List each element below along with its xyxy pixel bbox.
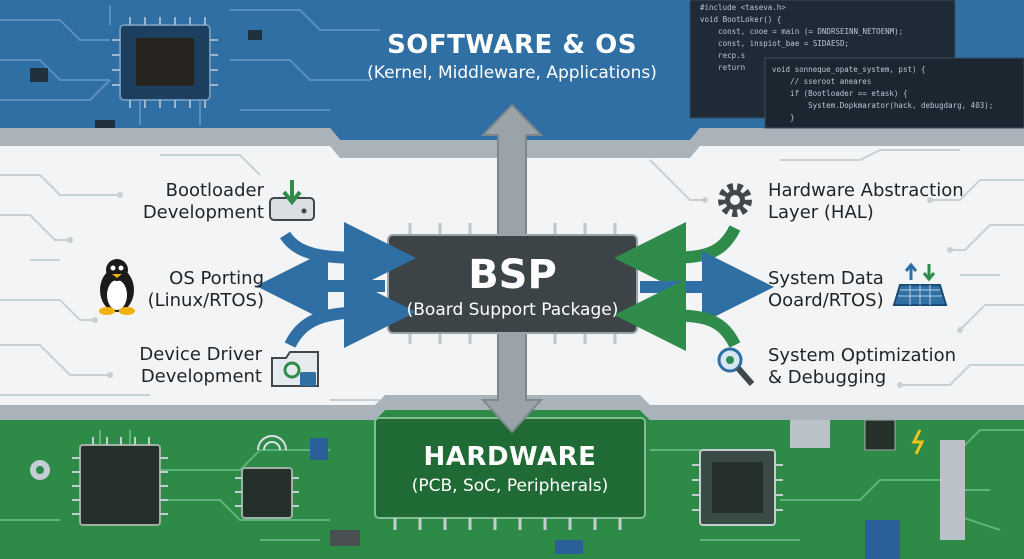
hardware-chip-left xyxy=(72,437,168,526)
label-line: Development xyxy=(142,202,264,223)
bsp-title: BSP xyxy=(468,252,557,298)
hal-label: Hardware Abstraction Layer (HAL) xyxy=(768,180,964,224)
code-text-1: #include <taseva.h> void BootLoker() { c… xyxy=(700,2,903,74)
hardware-switch xyxy=(555,540,583,554)
code-line: } xyxy=(772,113,795,122)
software-component xyxy=(248,30,262,40)
label-line: System Data xyxy=(768,268,884,289)
code-line: return xyxy=(700,63,746,72)
arrow-device-driver xyxy=(284,276,416,349)
code-line: void sonneque_opate_system, pst) { xyxy=(772,65,926,74)
hardware-header xyxy=(940,440,965,540)
code-line: if (Bootloader == etask) { xyxy=(772,89,908,98)
software-component xyxy=(95,120,115,128)
label-line: OS Porting xyxy=(169,268,264,289)
code-line: System.Dopkmarator(hack, debugdarg, 403)… xyxy=(772,101,994,110)
data-tray-icon xyxy=(892,262,948,306)
software-traces xyxy=(0,5,380,125)
code-line: const, cooe = main (= DNDRSEINN_NETOENM)… xyxy=(700,27,904,36)
hardware-resistor xyxy=(330,530,360,546)
label-line: Ooard/RTOS) xyxy=(768,290,884,311)
code-panel-2 xyxy=(764,57,1024,129)
trace-dots xyxy=(67,192,963,388)
hardware-title: HARDWARE xyxy=(423,442,597,472)
label-line: System Optimization xyxy=(768,345,956,366)
software-title: SOFTWARE & OS xyxy=(387,30,637,60)
lightning-icon xyxy=(911,429,925,455)
code-line: const, inspiot_bae = SIDAESD; xyxy=(700,39,850,48)
magnifier-debug-icon xyxy=(717,347,755,386)
arrow-optimization xyxy=(614,279,741,352)
hardware-ic xyxy=(864,419,896,451)
middle-traces xyxy=(0,149,1024,401)
system-data-label: System Data Ooard/RTOS) xyxy=(768,268,884,312)
code-line: recp.s xyxy=(700,51,746,60)
hardware-led xyxy=(310,438,328,460)
label-line: Development xyxy=(140,366,262,387)
software-chip xyxy=(112,17,218,108)
label-line: Bootloader xyxy=(165,180,264,201)
hardware-chip-right xyxy=(692,449,783,526)
label-line: Hardware Abstraction xyxy=(768,180,964,201)
label-line: Device Driver xyxy=(139,344,262,365)
label-line: Layer (HAL) xyxy=(768,202,874,223)
bsp-subtitle: (Board Support Package) xyxy=(406,300,619,320)
label-line: & Debugging xyxy=(768,367,887,388)
hardware-chip-small xyxy=(235,467,299,519)
hardware-subtitle: (PCB, SoC, Peripherals) xyxy=(411,476,609,496)
optimization-label: System Optimization & Debugging xyxy=(768,345,956,389)
driver-folder-icon xyxy=(271,351,319,387)
hardware-main-chip xyxy=(374,417,646,530)
code-line: #include <taseva.h> xyxy=(700,3,786,12)
code-line: void BootLoker() { xyxy=(700,15,782,24)
os-porting-label: OS Porting (Linux/RTOS) xyxy=(148,268,264,312)
hardware-cap xyxy=(865,520,900,559)
wifi-icon xyxy=(257,435,287,451)
device-driver-label: Device Driver Development xyxy=(139,344,262,388)
hardware-connector xyxy=(790,420,830,448)
code-line: // sseroot aneares xyxy=(772,77,872,86)
software-component xyxy=(30,68,48,82)
download-drive-icon xyxy=(269,180,315,221)
gear-icon xyxy=(718,183,752,217)
code-text-2: void sonneque_opate_system, pst) { // ss… xyxy=(772,64,993,124)
software-subtitle: (Kernel, Middleware, Applications) xyxy=(367,63,657,83)
label-line: (Linux/RTOS) xyxy=(147,290,264,311)
bootloader-label: Bootloader Development xyxy=(143,180,264,224)
hardware-traces xyxy=(0,429,1024,541)
penguin-icon xyxy=(99,259,135,315)
